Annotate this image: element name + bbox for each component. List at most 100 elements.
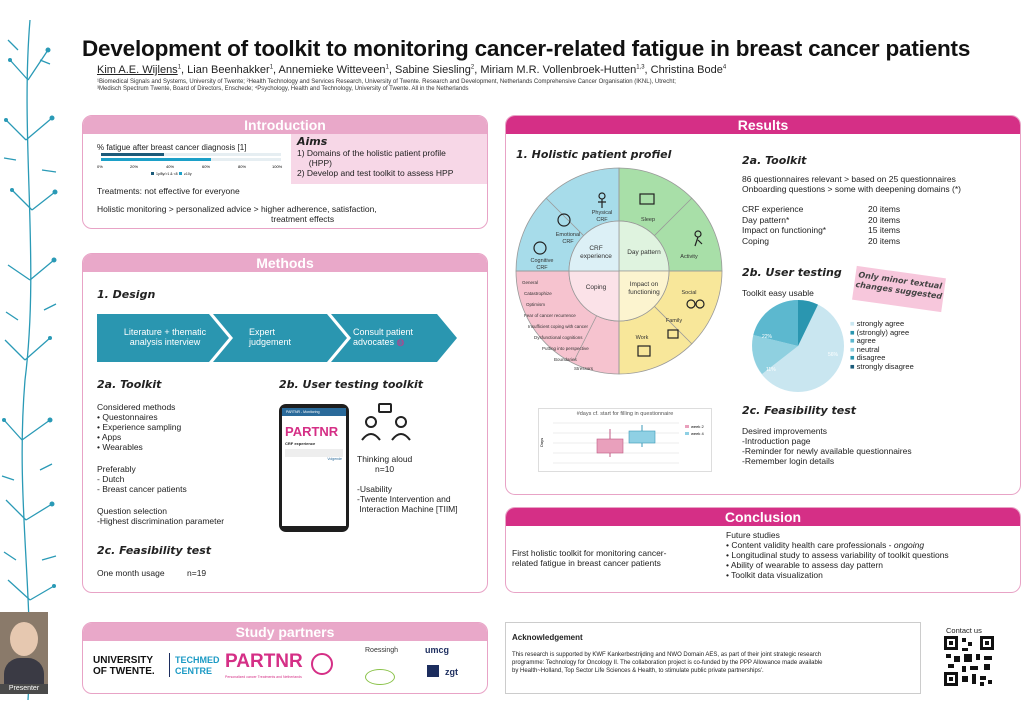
tick-label: 100%	[272, 164, 283, 169]
coping-item: Stressors	[574, 366, 594, 371]
zgt-logo: zgt	[445, 667, 458, 677]
globe-icon: ◍	[396, 337, 405, 347]
aims-title: Aims	[297, 135, 328, 148]
phone-header: PARTNR - Monitoring	[282, 408, 346, 416]
ack-title: Acknowledgement	[512, 633, 583, 642]
author: , Lian Beenhakker	[181, 64, 270, 76]
legend-label: ≥10y	[184, 172, 192, 176]
wheel-label: CRF	[596, 217, 608, 223]
author-sup: 1,3	[636, 64, 645, 71]
coping-item: Fear of cancer recurrence	[524, 313, 576, 318]
conclusion-panel: Conclusion First holistic toolkit for mo…	[505, 507, 1021, 593]
author-list: Kim A.E. Wijlens1, Lian Beenhakker1, Ann…	[97, 64, 726, 76]
holistic-profile-wheel: CRF experience Day pattern Coping Impact…	[515, 167, 723, 375]
tick-label: 80%	[238, 164, 246, 169]
wheel-label: Social	[682, 290, 697, 296]
design-flow-chart	[97, 314, 457, 362]
introduction-panel: Introduction % fatigue after breast canc…	[82, 115, 488, 229]
coping-item: Optimism	[526, 302, 545, 307]
boxplot-svg: week 2 week 4 Days	[539, 422, 704, 464]
toolkit-title: 2a. Toolkit	[97, 378, 162, 391]
wheel-center-label: Impact on	[630, 281, 659, 288]
author-sup: 1	[269, 64, 274, 71]
introduction-heading: Introduction	[83, 116, 487, 134]
affiliation-line: ¹Biomedical Signals and Systems, Univers…	[97, 79, 676, 85]
box-week-2	[596, 438, 624, 454]
author: , Miriam M.R. Vollenbroek-Hutten	[474, 64, 637, 76]
considered-methods: Considered methods • Questonnaires • Exp…	[97, 402, 182, 452]
aim-item: 1) Domains of the holistic patient profi…	[297, 148, 446, 158]
wheel-label: CRF	[562, 239, 574, 245]
toolkit-line: 86 questionnaires relevant > based on 25…	[742, 174, 956, 184]
phone-next-button: Volgende	[327, 457, 342, 461]
wheel-center-label: Coping	[586, 284, 607, 291]
author: , Annemieke Witteveen	[273, 64, 386, 76]
tick-label: 40%	[166, 164, 174, 169]
wheel-center-label: functioning	[628, 289, 660, 296]
axis-label: Days	[539, 438, 544, 447]
author-sup: 1	[177, 64, 182, 71]
question-selection: Question selection -Highest discriminati…	[97, 506, 225, 526]
phone-mockup: PARTNR - Monitoring PARTNR CRF experienc…	[279, 404, 349, 532]
coping-item: Catastrophize	[524, 291, 552, 296]
decorative-plant-image	[1, 20, 58, 700]
pie-label: 22%	[762, 334, 773, 340]
holistic-text: Holistic monitoring > personalized advic…	[97, 204, 377, 214]
coping-item: Dysfunctional cognitions	[534, 335, 583, 340]
affiliation-line: ³Medisch Spectrum Twente, Board of Direc…	[97, 86, 469, 92]
presenter-photo	[0, 612, 48, 694]
treatments-text: Treatments: not effective for everyone	[97, 186, 240, 196]
aims-box: Aims 1) Domains of the holistic patient …	[291, 134, 487, 184]
wheel-center-label: experience	[580, 253, 612, 260]
user-testing-title: 2b. User testing toolkit	[279, 378, 424, 391]
bar-series-1	[101, 153, 164, 156]
wheel-label: Work	[636, 335, 649, 341]
wheel-label: Sleep	[641, 217, 655, 223]
minor-changes-note: Only minor textual changes suggested	[852, 265, 946, 313]
results-heading: Results	[506, 116, 1020, 134]
partnr-logo: PARTNR	[225, 651, 303, 672]
wheel-label: Physical	[592, 210, 612, 216]
easy-usable-text: Toolkit easy usable	[742, 288, 814, 298]
fatigue-chart-title: % fatigue after breast cancer diagnosis …	[97, 143, 247, 152]
legend-label: week 2	[691, 424, 704, 429]
bar-series-2	[101, 158, 211, 161]
tick-label: 60%	[202, 164, 210, 169]
partnr-face-icon	[311, 653, 333, 675]
boxplot-chart: #days cf. start for filling in questionn…	[538, 408, 712, 472]
results-toolkit-title: 2a. Toolkit	[742, 154, 807, 167]
results-feasibility-title: 2c. Feasibility test	[742, 404, 857, 417]
author: , Christina Bode	[644, 64, 723, 76]
n19-text: n=19	[187, 568, 207, 578]
profile-title: 1. Holistic patient profiel	[516, 148, 672, 161]
wheel-center-label: Day pattern	[627, 249, 661, 256]
toolkit-line: Onboarding questions > some with deepeni…	[742, 184, 962, 194]
one-month-text: One month usage	[97, 568, 165, 578]
roessingh-logo: Roessingh	[365, 647, 399, 654]
partner-logo	[427, 665, 439, 677]
boxplot-title: #days cf. start for filling in questionn…	[576, 411, 674, 417]
pie-label: 56%	[828, 352, 839, 358]
aim-item: 2) Develop and test toolkit to assess HP…	[297, 168, 454, 178]
people-talking-icon	[361, 403, 411, 441]
legend-label: 1y/8y/>1 & <8	[156, 172, 178, 176]
wheel-center-label: CRF	[589, 245, 602, 252]
qr-code-icon[interactable]	[944, 636, 994, 686]
coping-item: General	[522, 280, 538, 285]
phone-logo: PARTNR	[285, 424, 339, 439]
conclusion-heading: Conclusion	[506, 508, 1020, 526]
holistic-text-2: treatment effects	[271, 214, 335, 224]
design-title: 1. Design	[97, 288, 156, 301]
pie-label: 11%	[766, 367, 776, 373]
box-week-4	[628, 430, 656, 444]
ack-text: This research is supported by KWF Kanker…	[512, 652, 823, 674]
tick-label: 20%	[130, 164, 138, 169]
coping-item: Boundaries	[554, 357, 578, 362]
